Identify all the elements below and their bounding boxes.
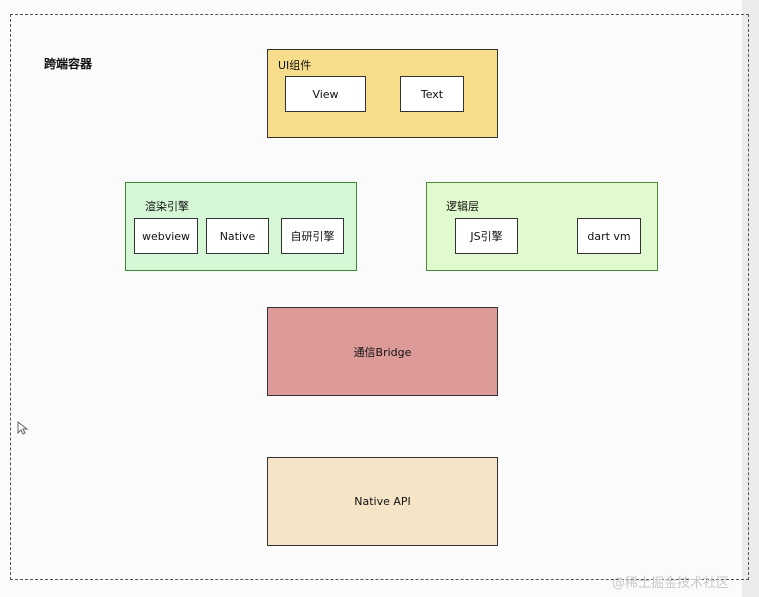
native-api-label: Native API bbox=[354, 495, 411, 508]
bridge-label: 通信Bridge bbox=[353, 345, 412, 359]
right-edge-strip bbox=[742, 0, 759, 597]
ui-components-group: UI组件 View Text bbox=[267, 49, 498, 138]
native-api-box: Native API bbox=[267, 457, 498, 546]
mouse-cursor-icon bbox=[17, 421, 29, 435]
render-engine-group: 渲染引擎 webview Native 自研引擎 bbox=[125, 182, 357, 271]
logic-layer-label: 逻辑层 bbox=[446, 200, 479, 213]
container-label: 跨端容器 bbox=[44, 57, 93, 71]
js-engine-box: JS引擎 bbox=[455, 218, 518, 254]
logic-layer-group: 逻辑层 JS引擎 dart vm bbox=[426, 182, 658, 271]
view-component-box: View bbox=[285, 76, 366, 112]
text-component-box: Text bbox=[400, 76, 464, 112]
webview-box: webview bbox=[134, 218, 198, 254]
cross-platform-container bbox=[10, 14, 749, 580]
render-engine-label: 渲染引擎 bbox=[145, 200, 189, 213]
native-render-box: Native bbox=[206, 218, 269, 254]
bridge-box: 通信Bridge bbox=[267, 307, 498, 396]
ui-components-label: UI组件 bbox=[278, 59, 312, 72]
watermark: @稀土掘金技术社区 bbox=[612, 576, 730, 591]
dart-vm-box: dart vm bbox=[577, 218, 641, 254]
custom-engine-box: 自研引擎 bbox=[281, 218, 344, 254]
